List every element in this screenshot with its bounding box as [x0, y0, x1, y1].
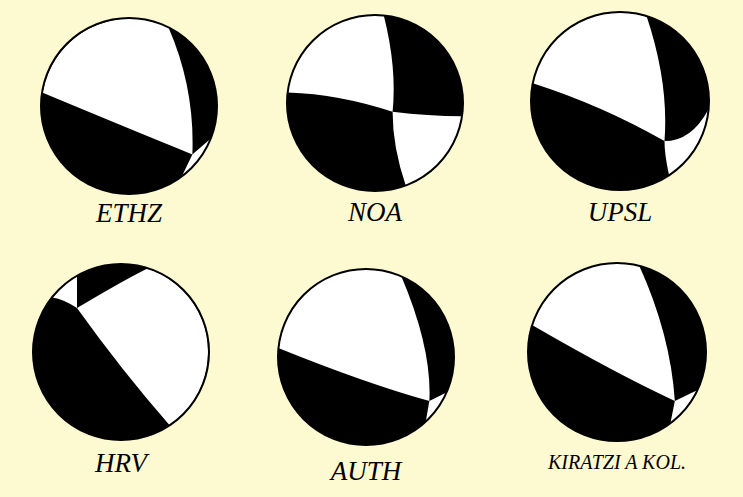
- beachball: [528, 263, 706, 441]
- station-label: HRV: [95, 450, 147, 477]
- beachball: [278, 269, 454, 445]
- station-label: AUTH: [331, 458, 402, 485]
- beachball: [41, 18, 217, 194]
- beachball: [531, 12, 709, 190]
- beachball: [33, 264, 209, 440]
- station-label: NOA: [348, 199, 402, 226]
- station-label: KIRATZI A KOL.: [548, 452, 686, 472]
- station-label: ETHZ: [96, 200, 162, 227]
- station-label: UPSL: [588, 199, 653, 226]
- beachball: [287, 15, 463, 191]
